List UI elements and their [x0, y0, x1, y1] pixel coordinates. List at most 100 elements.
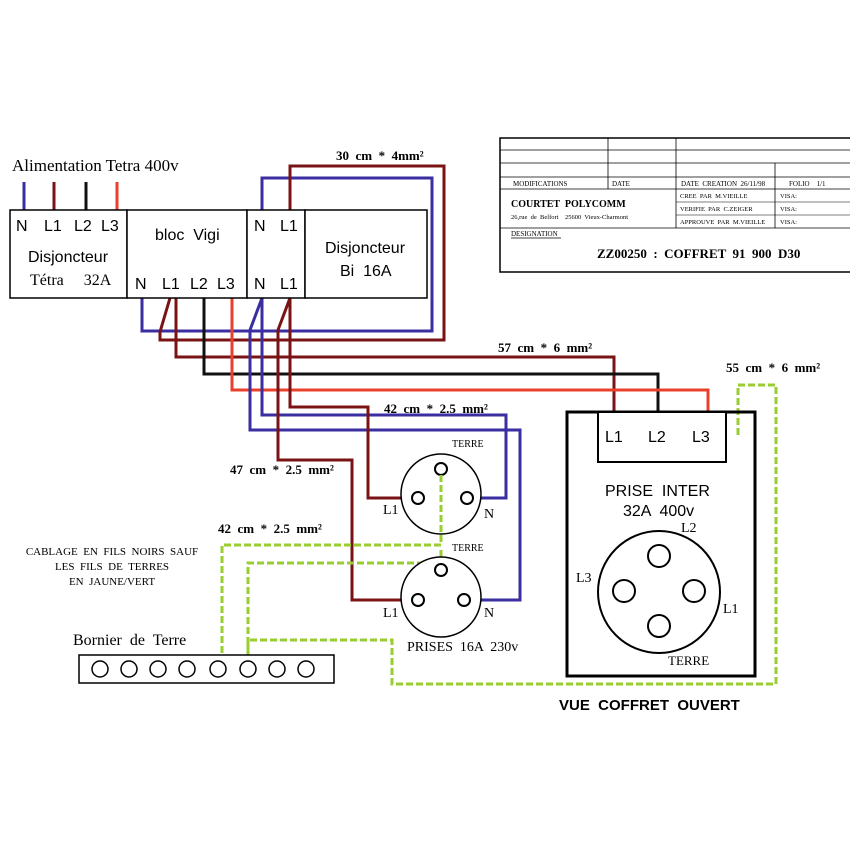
socket-bottom-pin-n — [457, 593, 471, 607]
vigi-block — [126, 209, 248, 299]
tb-modifications: MODIFICATIONS — [513, 180, 568, 188]
wires — [22, 164, 710, 602]
socket-bottom-terre: TERRE — [452, 543, 484, 554]
bi-breaker-terminals — [246, 209, 306, 299]
socket-top-terre: TERRE — [452, 439, 484, 450]
socket-top-l1: L1 — [383, 503, 399, 518]
bi-breaker-rating: Bi 16A — [340, 263, 392, 280]
bi-terminal-top-l1: L1 — [280, 218, 298, 235]
bi-breaker-name: Disjoncteur — [325, 240, 406, 257]
cable-label-47cm: 47 cm * 2.5 mm² — [230, 462, 334, 477]
view-caption: VUE COFFRET OUVERT — [559, 697, 740, 714]
inter-terminal-l2: L2 — [648, 429, 666, 446]
earth-terminal-4 — [178, 660, 196, 678]
prise-inter-rating: 32A 400v — [623, 503, 694, 520]
tb-visa-2: VISA: — [780, 206, 797, 213]
tb-company: COURTET POLYCOMM — [511, 199, 626, 210]
tetra-breaker-name: Disjoncteur — [28, 249, 109, 266]
feed-wire-l1 — [158, 164, 446, 342]
tb-visa-3: VISA: — [780, 219, 797, 226]
note-line-1: CABLAGE EN FILS NOIRS SAUF — [26, 546, 198, 558]
vigi-terminal-n: N — [135, 276, 147, 293]
earth-terminal-2 — [120, 660, 138, 678]
socket-top-pin-l1 — [411, 491, 425, 505]
note-line-2: LES FILS DE TERRES — [55, 561, 169, 573]
prise-inter-enclosure: L1 L2 L3 PRISE INTER 32A 400v L2 L3 L1 T… — [565, 410, 757, 678]
tb-created-by: CREE PAR M.VIEILLE — [680, 193, 747, 200]
inter-terminal-l1: L1 — [605, 429, 623, 446]
earth-terminal-8 — [297, 660, 315, 678]
vigi-terminal-l1: L1 — [162, 276, 180, 293]
supply-label: Alimentation Tetra 400v — [12, 156, 179, 175]
vigi-name: bloc Vigi — [155, 227, 220, 244]
tb-date-creation: DATE CREATION 26/11/98 — [681, 180, 766, 188]
inter-pin-label-l1: L1 — [723, 602, 739, 617]
socket-top-face — [400, 453, 482, 535]
prise-inter-title: PRISE INTER — [605, 483, 710, 500]
tetra-terminal-l3: L3 — [101, 218, 119, 235]
earth-bar: Bornier de Terre — [73, 632, 335, 684]
socket-16a-bottom: TERRE L1 N PRISES 16A 230v — [383, 543, 518, 655]
socket-bottom-face — [400, 556, 482, 638]
inter-pin-label-l2: L2 — [681, 521, 697, 536]
socket-wire-l1-b — [276, 297, 418, 602]
earth-terminal-5 — [209, 660, 227, 678]
socket-bottom-pin-l1 — [411, 593, 425, 607]
earth-bar-terminals — [91, 660, 315, 678]
vigi-terminal-l2: L2 — [190, 276, 208, 293]
inter-pin-l3 — [612, 579, 636, 603]
feed-wire-n — [140, 176, 434, 333]
socket-top-pin-earth — [434, 462, 448, 476]
bi-terminal-bottom-l1: L1 — [280, 276, 298, 293]
tb-approved-by: APPROUVE PAR M.VIEILLE — [680, 219, 765, 226]
socket-top-n: N — [484, 507, 494, 522]
wiring-note: CABLAGE EN FILS NOIRS SAUF LES FILS DE T… — [26, 546, 198, 588]
earth-bar-body — [78, 654, 335, 684]
earth-terminal-1 — [91, 660, 109, 678]
tb-designation: ZZ00250 : COFFRET 91 900 D30 — [597, 246, 800, 261]
inter-pin-earth — [647, 614, 671, 638]
socket-bottom-l1: L1 — [383, 606, 399, 621]
bi-terminal-top-n: N — [254, 218, 266, 235]
breaker-assembly: N L1 L2 L3 Disjoncteur Tétra 32A bloc Vi… — [9, 209, 428, 299]
tetra-terminal-l2: L2 — [74, 218, 92, 235]
socket-wire-n-b — [248, 297, 522, 602]
cable-label-42cm-a: 42 cm * 2.5 mm² — [384, 401, 488, 416]
tb-checked-by: VERIFIE PAR C.ZEIGER — [680, 206, 753, 213]
cable-label-30cm: 30 cm * 4mm² — [336, 148, 424, 163]
tb-date: DATE — [612, 180, 630, 188]
inter-socket-face — [597, 530, 721, 654]
title-block — [499, 137, 850, 273]
inter-pin-l1 — [682, 579, 706, 603]
earth-terminal-6 — [239, 660, 257, 678]
inter-wire-l3 — [230, 298, 710, 412]
socket-bottom-n: N — [484, 606, 494, 621]
socket-top-pin-n — [460, 491, 474, 505]
socket-wire-n-a — [260, 298, 508, 500]
inter-pin-label-terre: TERRE — [668, 653, 709, 668]
bi-terminal-bottom-n: N — [254, 276, 266, 293]
cable-labels: 30 cm * 4mm² 57 cm * 6 mm² 55 cm * 6 mm²… — [218, 148, 820, 536]
earth-wire-inter — [246, 383, 778, 686]
socket-bottom-pin-earth — [434, 563, 448, 577]
tb-folio: FOLIO 1/1 — [789, 180, 826, 188]
title-block-text: MODIFICATIONS DATE DATE CREATION 26/11/9… — [511, 180, 826, 261]
cable-label-57cm: 57 cm * 6 mm² — [498, 340, 592, 355]
cable-label-55cm: 55 cm * 6 mm² — [726, 360, 820, 375]
socket-wire-l1-a — [288, 298, 418, 500]
cable-label-42cm-b: 42 cm * 2.5 mm² — [218, 521, 322, 536]
note-line-3: EN JAUNE/VERT — [69, 576, 155, 588]
earth-bar-label: Bornier de Terre — [73, 632, 186, 649]
vigi-terminal-l3: L3 — [217, 276, 235, 293]
inter-terminal-block — [597, 411, 727, 463]
inter-pin-l2 — [647, 544, 671, 568]
socket-16a-top: TERRE L1 N — [383, 439, 494, 535]
inter-terminal-l3: L3 — [692, 429, 710, 446]
inter-wire-l2 — [202, 298, 660, 412]
tb-address: 26,rue de Belfort 25600 Vieux-Charmont — [511, 214, 628, 221]
earth-terminal-7 — [268, 660, 286, 678]
tb-visa-1: VISA: — [780, 193, 797, 200]
sockets-caption: PRISES 16A 230v — [407, 640, 518, 655]
bi-breaker-body — [304, 209, 428, 299]
